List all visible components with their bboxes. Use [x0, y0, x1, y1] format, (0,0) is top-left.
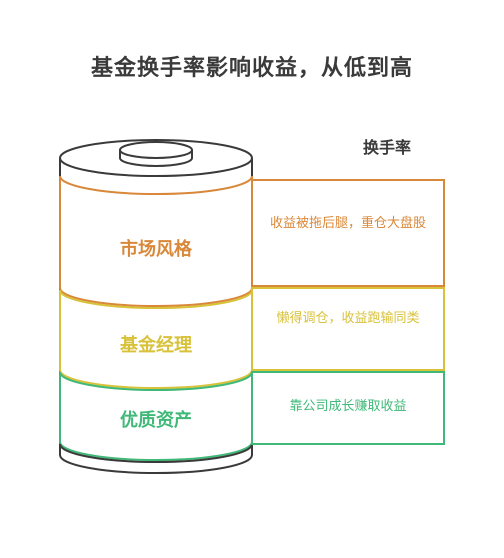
- column-header-turnover: 换手率: [362, 138, 411, 157]
- description-box-3: [251, 371, 445, 445]
- description-box-2: [251, 287, 445, 371]
- layer-label-market-style: 市场风格: [120, 239, 192, 260]
- page-title: 基金换手率影响收益，从低到高: [90, 56, 413, 81]
- description-text-2: 懒得调仓，收益跑输同类: [276, 311, 420, 326]
- description-text-3: 靠公司成长赚取收益: [289, 399, 407, 414]
- layer-label-fund-manager: 基金经理: [120, 335, 192, 356]
- cylinder-bottom-rim: [59, 443, 253, 463]
- description-box-1: [251, 179, 445, 287]
- cylinder-body: [59, 158, 253, 474]
- cylinder-cap-top: [119, 141, 193, 159]
- layer-label-quality-assets: 优质资产: [120, 410, 192, 431]
- description-text-1: 收益被拖后腿，重仓大盘股: [269, 216, 426, 231]
